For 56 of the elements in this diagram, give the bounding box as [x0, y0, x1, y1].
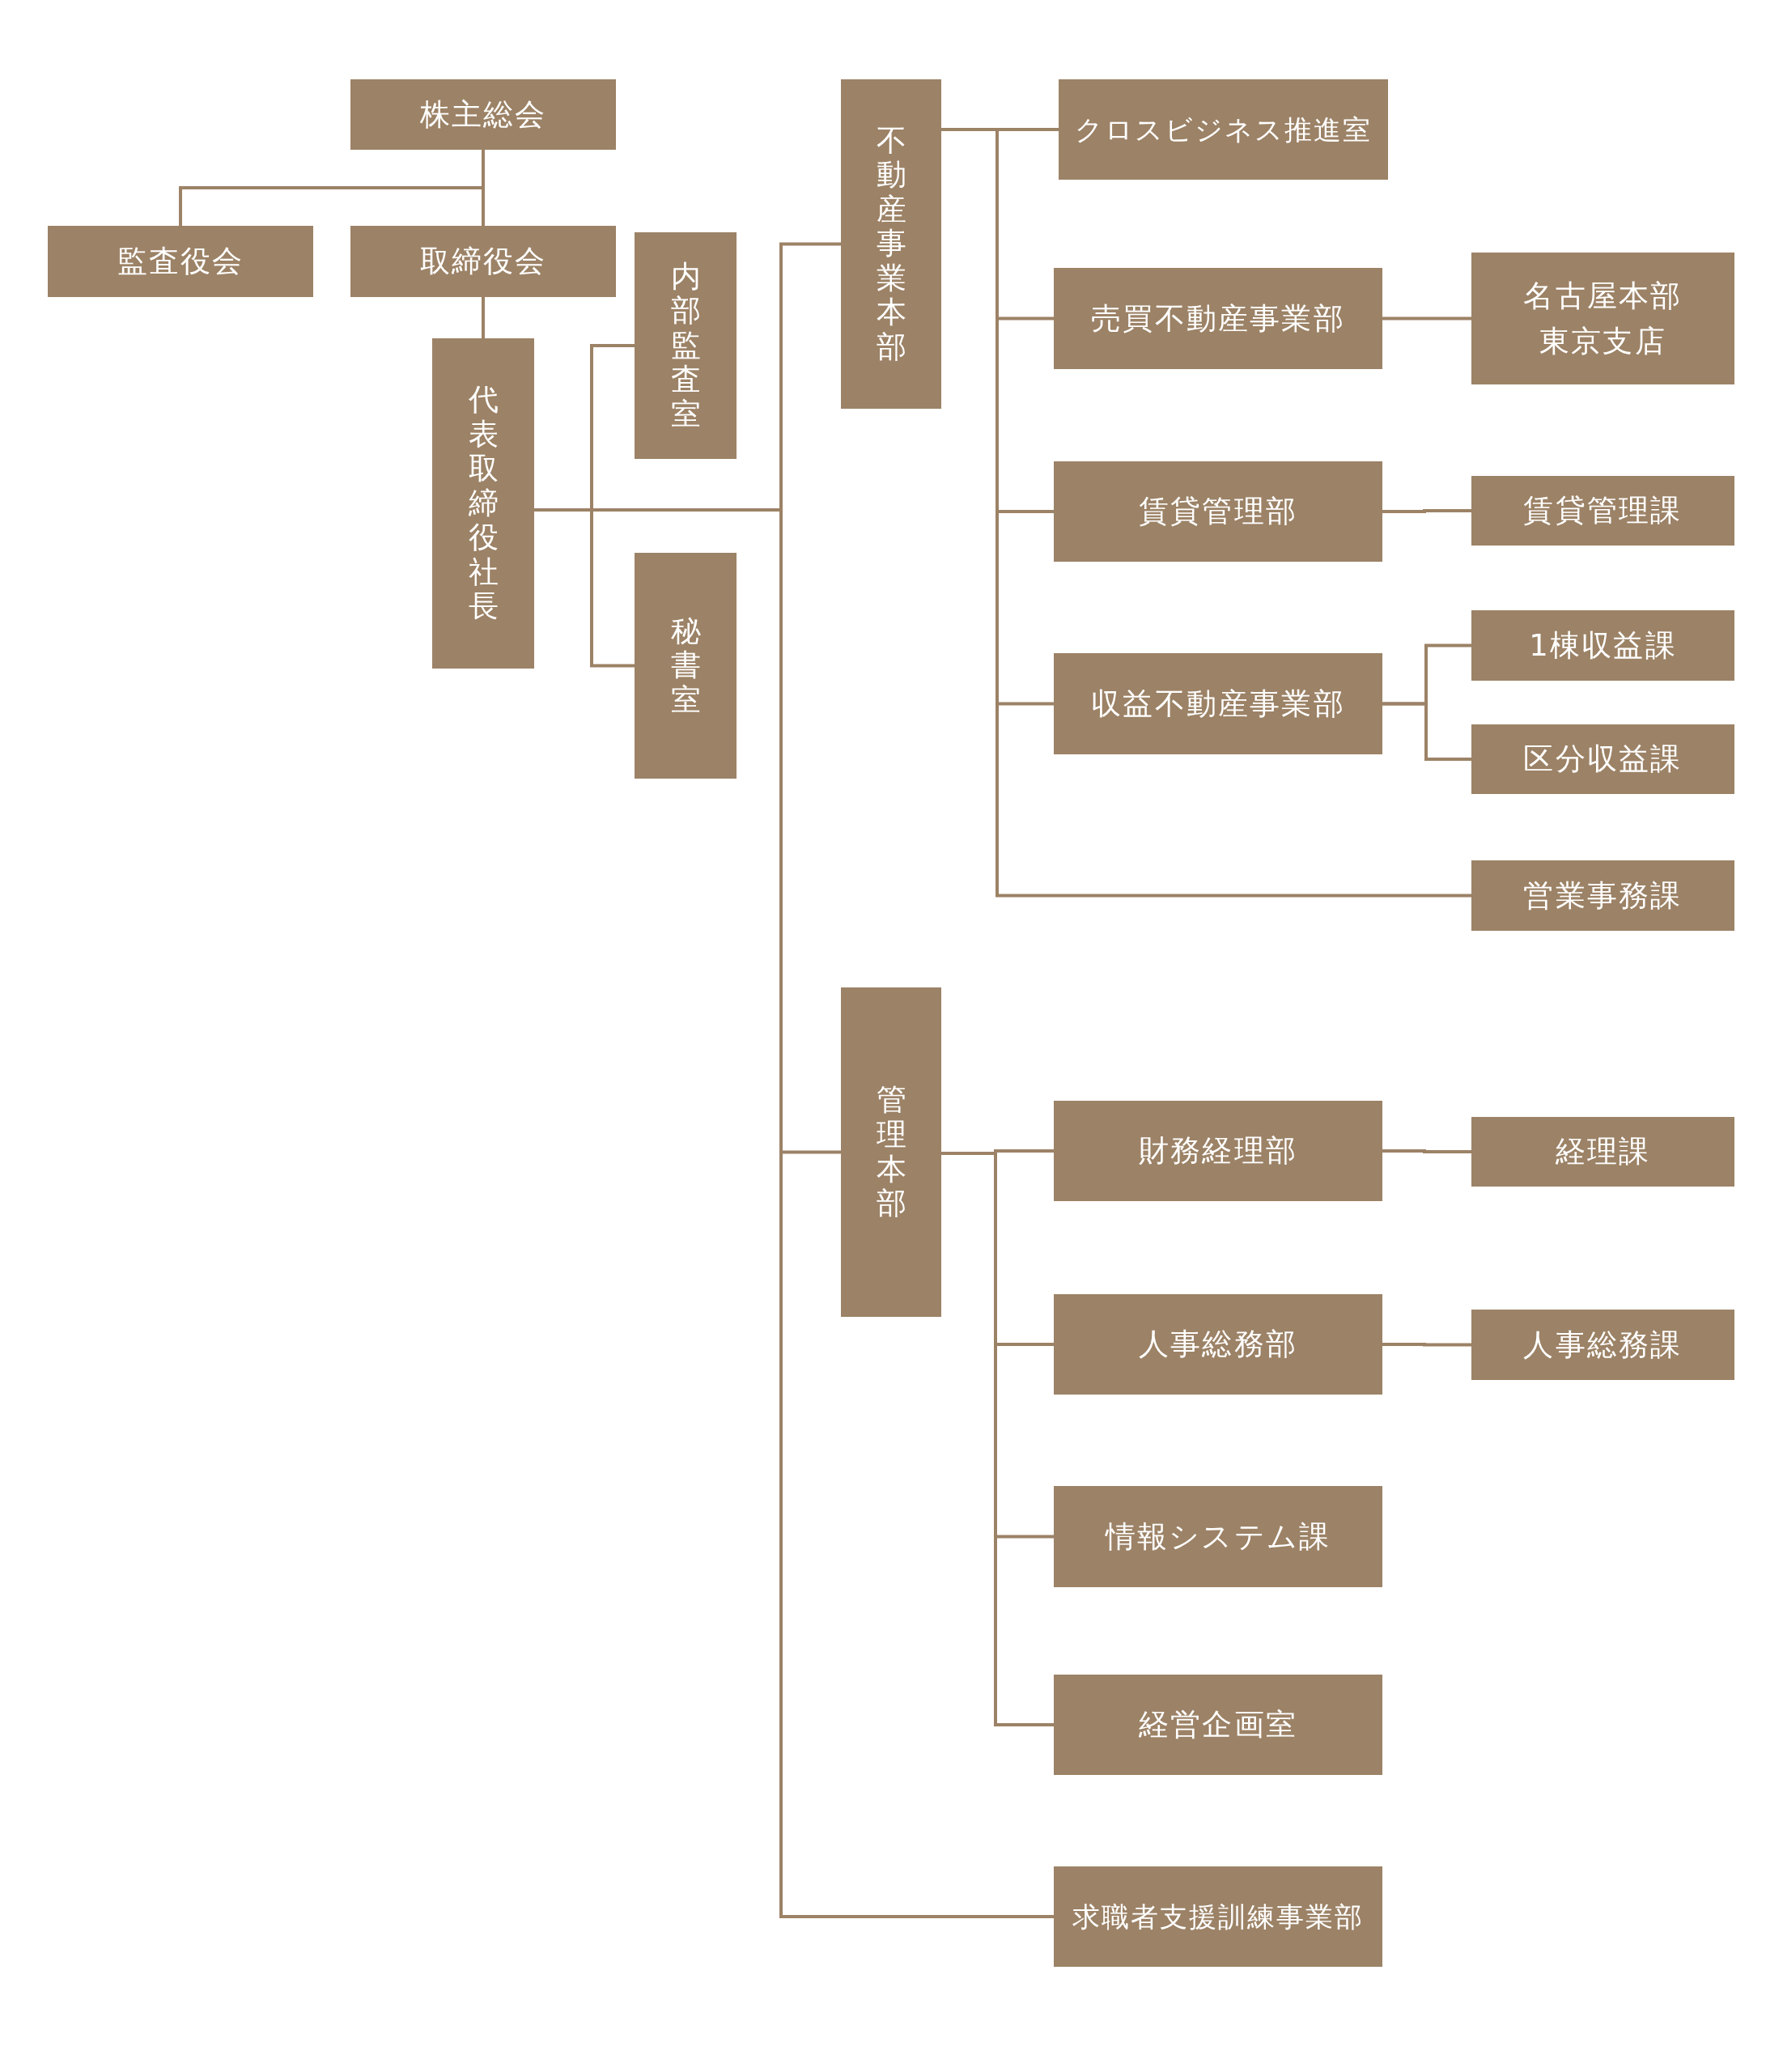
- unit-name: 求職者支援訓練事業部: [1072, 1899, 1365, 1934]
- org-unit-box: [1054, 461, 1382, 562]
- connector-line: [1382, 702, 1471, 761]
- org-unit-box: [841, 987, 941, 1317]
- org-unit-box: [350, 79, 616, 150]
- org-unit-box: [1471, 1117, 1734, 1187]
- org-unit-box: [1054, 1101, 1382, 1201]
- connector-line: [1382, 1343, 1471, 1347]
- unit-name: 財務経理部: [1138, 1132, 1298, 1170]
- unit-name: クロスビジネス推進室: [1074, 112, 1373, 147]
- org-unit-box: [1054, 1486, 1382, 1587]
- org-unit-box: [635, 232, 737, 459]
- org-unit-box: [841, 79, 941, 409]
- connector-line: [1382, 1149, 1471, 1153]
- unit-name: 収益不動産事業部: [1091, 685, 1345, 723]
- org-unit-box: [1059, 79, 1388, 180]
- unit-name: 監査役会: [117, 243, 244, 281]
- unit-name: 売買不動産事業部: [1091, 299, 1345, 338]
- unit-name: 賃貸管理部: [1138, 493, 1298, 531]
- org-unit-box: [48, 226, 313, 297]
- org-unit-box: [1471, 1310, 1734, 1380]
- connector-line: [1382, 316, 1471, 321]
- unit-name: 株主総会: [419, 96, 547, 134]
- unit-name: 経理課: [1555, 1133, 1651, 1171]
- org-unit-box: [350, 226, 616, 297]
- org-unit-box: [1054, 653, 1382, 754]
- org-unit-box: [635, 553, 737, 779]
- unit-name: 管理本部: [876, 1083, 906, 1221]
- connector-line: [1382, 509, 1471, 513]
- unit-name: 情報システム課: [1105, 1518, 1331, 1556]
- org-unit-box: [1054, 268, 1382, 369]
- unit-name: 経営企画室: [1138, 1706, 1298, 1744]
- unit-name: 賃貸管理課: [1523, 492, 1683, 530]
- unit-name: 東京支店: [1539, 322, 1666, 360]
- connector-line: [482, 297, 485, 338]
- unit-name: 人事総務課: [1523, 1326, 1683, 1364]
- org-unit-box: [1054, 1866, 1382, 1967]
- unit-name: 取締役会: [419, 243, 547, 281]
- unit-name: 1棟収益課: [1529, 626, 1677, 664]
- org-unit-box: [1471, 253, 1734, 384]
- org-unit-box: [1471, 476, 1734, 546]
- unit-name: 人事総務部: [1138, 1326, 1298, 1364]
- unit-name: 内部監査室: [670, 259, 701, 432]
- unit-name: 営業事務課: [1523, 877, 1683, 915]
- unit-name: 名古屋本部: [1523, 278, 1683, 315]
- unit-name: 代表取締役社長: [468, 383, 499, 624]
- org-unit-box: [432, 338, 534, 669]
- unit-name: 区分収益課: [1523, 741, 1683, 779]
- org-unit-box: [1471, 610, 1734, 681]
- connector-line: [482, 150, 485, 226]
- org-unit-box: [1054, 1675, 1382, 1775]
- org-unit-box: [1471, 860, 1734, 931]
- unit-name: 秘書室: [670, 614, 701, 718]
- unit-name: 不動産事業本部: [876, 123, 906, 365]
- org-unit-box: [1471, 724, 1734, 794]
- org-unit-box: [1054, 1294, 1382, 1395]
